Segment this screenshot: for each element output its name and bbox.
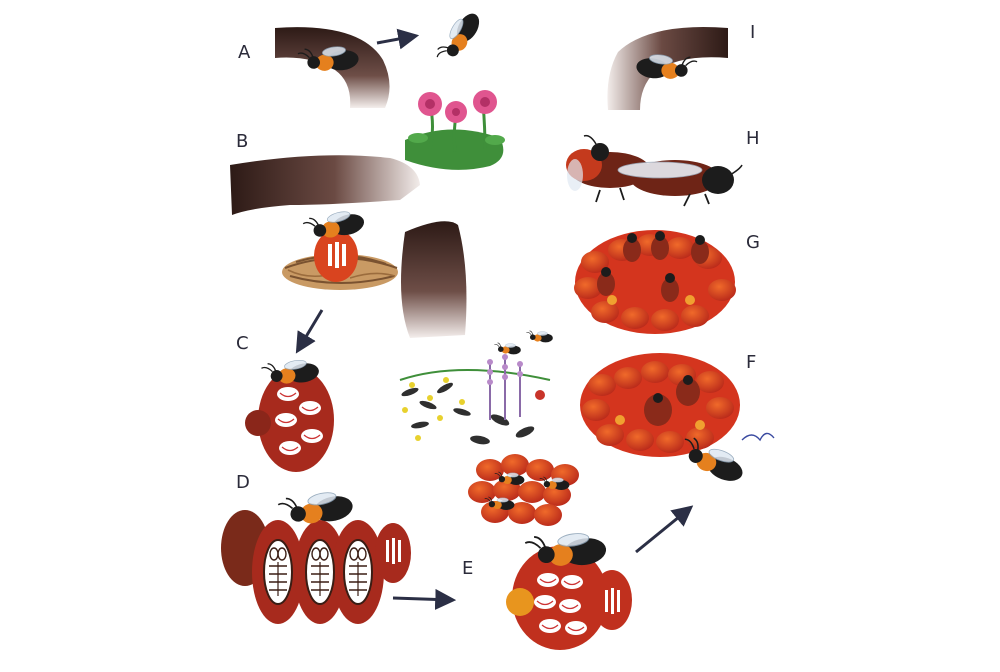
stage-d-pupae	[221, 484, 411, 624]
wildflower-patch	[399, 330, 554, 445]
stage-label-f: F	[746, 352, 757, 373]
arrow-icon	[635, 505, 694, 554]
stage-i-hibernation	[607, 27, 728, 110]
arrow-icon	[392, 588, 457, 610]
stage-g-new-queens-males	[574, 230, 736, 334]
stage-e-worker-brood	[506, 526, 632, 650]
arrow-icon	[295, 309, 324, 354]
stage-label-a: A	[238, 42, 251, 63]
stage-label-e: E	[462, 558, 474, 579]
stage-b-nest-founding	[230, 155, 467, 338]
stage-label-c: C	[236, 333, 249, 354]
stage-label-b: B	[236, 131, 249, 152]
stage-h-mating	[566, 134, 743, 207]
stage-c-larvae-brood	[245, 354, 334, 472]
stage-label-d: D	[236, 472, 250, 493]
growing-colony-comb	[468, 454, 579, 526]
stage-f-mature-colony	[580, 353, 775, 487]
arrow-icon	[376, 28, 420, 50]
flowering-plant-a	[405, 90, 505, 170]
stage-a-hibernation-exit	[275, 6, 485, 109]
stage-label-g: G	[746, 232, 760, 253]
stage-label-h: H	[746, 128, 760, 149]
stage-label-i: I	[750, 22, 756, 43]
